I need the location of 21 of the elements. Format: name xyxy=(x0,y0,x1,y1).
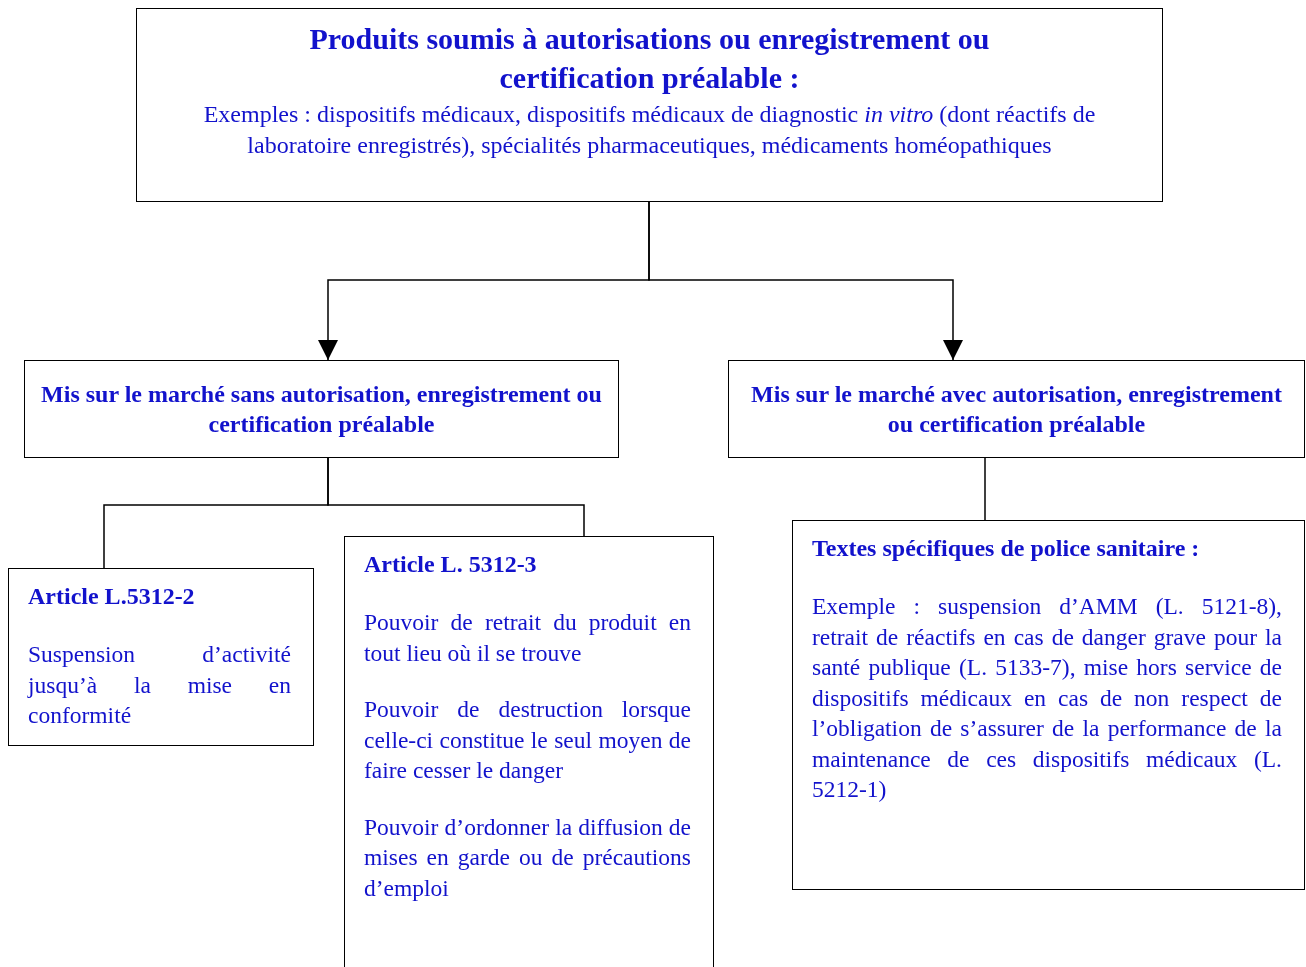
box-text: Exemple : suspension d’AMM (L. 5121-8), retrait de réactifs en cas de danger grave pour la santé publique (L. 5133-7), mise hors service de dispositifs médicaux en cas de non respect de l’obligation de s’assurer de la performance de la maintenance de ces dispositifs médicaux (L. 5212-1) xyxy=(812,593,1282,802)
box-heading: Article L.5312-2 xyxy=(28,583,195,609)
process-box xyxy=(24,360,619,458)
box-text: Pouvoir de destruction lorsque celle-ci constitue le seul moyen de faire cesser le danger xyxy=(364,696,691,783)
box-text: Suspension d’activité jusqu’à la mise en conformité xyxy=(28,641,291,728)
box-heading: Mis sur le marché sans autorisation, enregistrement ou certification préalable xyxy=(41,381,602,437)
process-box xyxy=(344,536,714,967)
box-heading: Article L. 5312-3 xyxy=(364,551,537,577)
box-heading: Produits soumis à autorisations ou enregistrement ou certification préalable : xyxy=(309,22,990,94)
box-text: Exemples : dispositifs médicaux, dispositifs médicaux de diagnostic in vitro (dont réactifs de laboratoire enregistrés), spécialités pharmaceutiques, médicaments homéopathiques xyxy=(203,101,1096,158)
process-box xyxy=(8,568,314,746)
connector-arrow xyxy=(648,201,963,361)
connector-line xyxy=(984,457,986,521)
process-box xyxy=(728,360,1305,458)
process-box xyxy=(792,520,1305,890)
box-heading: Mis sur le marché avec autorisation, enregistrement ou certification préalable xyxy=(751,381,1282,437)
box-text: Pouvoir d’ordonner la diffusion de mises en garde ou de précautions d’emploi xyxy=(364,813,691,901)
box-heading: Textes spécifiques de police sanitaire : xyxy=(812,535,1200,561)
box-text: Pouvoir de retrait du produit en tout lieu où il se trouve xyxy=(364,609,691,666)
connector-line xyxy=(327,457,585,537)
process-box xyxy=(136,8,1163,202)
